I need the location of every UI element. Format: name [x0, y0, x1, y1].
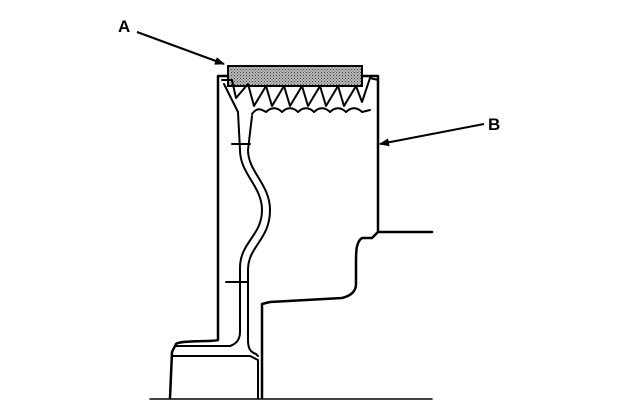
inner-web-right	[247, 115, 271, 357]
callout-a-arrow	[136, 31, 225, 65]
callout-a-label: A	[118, 17, 130, 36]
base-step	[171, 355, 259, 399]
callout-a: A	[118, 17, 225, 65]
pulley-hub-outline	[168, 74, 434, 400]
friction-material-band	[227, 65, 363, 87]
callout-b-arrow	[379, 123, 485, 147]
callout-b: B	[379, 115, 500, 147]
groove-inner-wave	[251, 107, 371, 115]
inner-web-left	[175, 83, 263, 347]
belt-groove-profile	[221, 77, 379, 107]
callout-b-label: B	[488, 115, 500, 134]
